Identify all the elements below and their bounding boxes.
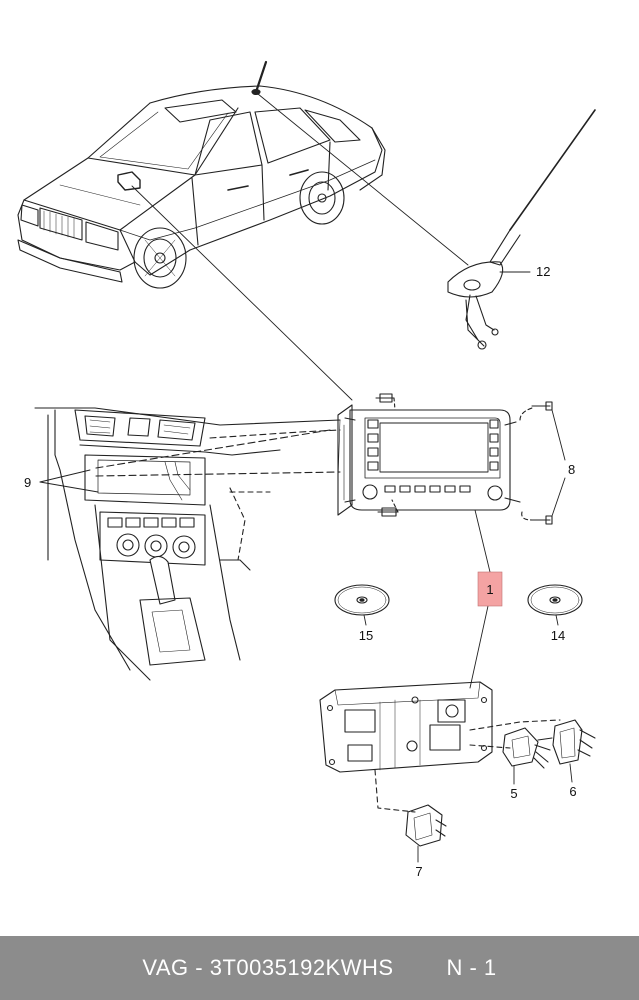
roof-antenna <box>447 109 596 350</box>
screws <box>375 393 566 525</box>
callout-5: 5 <box>510 786 517 801</box>
footer-part-number: 3T0035192KWHS <box>209 955 394 980</box>
radio-navigation-unit <box>337 404 521 516</box>
callout-6: 6 <box>569 784 576 799</box>
rear-housing <box>319 681 561 813</box>
footer-text: VAG - 3T0035192KWHS N - 1 <box>142 955 496 981</box>
callout-9: 9 <box>24 475 31 490</box>
car-illustration <box>17 60 386 289</box>
footer-separator: - <box>188 955 210 980</box>
connector-6 <box>552 719 596 783</box>
parts-diagram: 1 12 8 9 15 14 5 6 7 <box>17 60 596 879</box>
footer-brand: VAG <box>142 955 189 980</box>
disc-14 <box>527 584 583 626</box>
connector-5 <box>502 727 553 785</box>
leader-line-dash-unit <box>131 185 353 401</box>
footer-page: N - 1 <box>446 955 497 980</box>
callout-1: 1 <box>486 582 493 597</box>
connector-7 <box>405 804 447 863</box>
leader-line-roof-antenna <box>257 93 469 266</box>
callout-14: 14 <box>551 628 565 643</box>
callout-12: 12 <box>536 264 550 279</box>
dashboard-illustration <box>34 407 341 681</box>
disc-15 <box>334 584 390 626</box>
callout-8: 8 <box>568 462 575 477</box>
callout-7: 7 <box>415 864 422 879</box>
callout-15: 15 <box>359 628 373 643</box>
footer-gap <box>394 955 447 980</box>
footer-bar: VAG - 3T0035192KWHS N - 1 <box>0 936 639 1000</box>
highlight-box-part-1 <box>477 571 503 607</box>
